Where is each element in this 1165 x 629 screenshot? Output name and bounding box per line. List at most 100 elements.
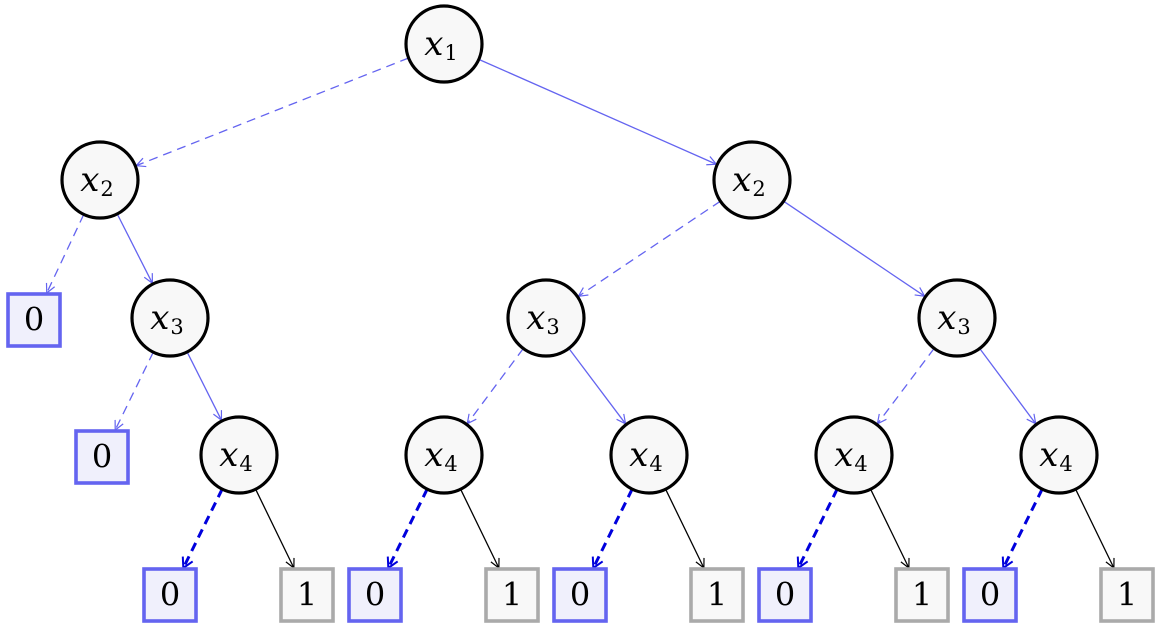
variable-node-n3b: x3 (506, 278, 586, 358)
node-label: x3 (150, 298, 184, 339)
node-variable: x (732, 160, 751, 200)
edge-n3b-n4c (568, 347, 627, 425)
variable-node-n1: x1 (404, 4, 484, 84)
node-variable: x (424, 24, 443, 64)
variable-node-n4c: x4 (609, 415, 689, 495)
node-label: x4 (629, 435, 663, 476)
node-subscript: 2 (100, 177, 113, 201)
node-label: x2 (732, 160, 766, 201)
leaf-value: 1 (1117, 576, 1137, 614)
edge-n4b-l0d (386, 488, 429, 570)
node-subscript: 4 (444, 452, 457, 476)
node-label: x4 (1039, 435, 1073, 476)
node-subscript: 4 (854, 452, 867, 476)
node-variable: x (219, 435, 238, 475)
leaf-node-l0a: 0 (6, 292, 62, 348)
node-variable: x (150, 298, 169, 338)
node-circle (60, 140, 140, 220)
leaf-node-l0d: 0 (347, 567, 403, 623)
variable-node-n3c: x3 (917, 278, 997, 358)
variable-node-n4b: x4 (404, 415, 484, 495)
node-circle (814, 415, 894, 495)
leaf-box (484, 567, 540, 623)
edge-n1-n2b (478, 58, 718, 166)
node-circle (1019, 415, 1099, 495)
leaf-box (757, 567, 813, 623)
node-subscript: 3 (957, 315, 970, 339)
leaf-value: 1 (502, 576, 522, 614)
node-subscript: 1 (444, 41, 457, 65)
leaf-box (6, 292, 62, 348)
node-label: x4 (834, 435, 868, 476)
leaf-node-l0g: 0 (962, 567, 1018, 623)
edges-layer (45, 57, 1115, 570)
edge-n4d-l0f (796, 488, 839, 570)
edge-n2a-n3a (116, 213, 153, 285)
variable-node-n2a: x2 (60, 140, 140, 220)
leaf-node-l0e: 0 (552, 567, 608, 623)
node-subscript: 3 (170, 315, 183, 339)
node-subscript: 2 (752, 177, 765, 201)
edge-n1-n2a (135, 57, 409, 168)
leaf-box (689, 567, 745, 623)
leaf-value: 1 (297, 576, 317, 614)
node-variable: x (526, 298, 545, 338)
edge-n2b-n3b (577, 200, 721, 298)
node-circle (712, 140, 792, 220)
variable-node-n2b: x2 (712, 140, 792, 220)
node-variable: x (424, 435, 443, 475)
edge-n3b-n4b (466, 348, 524, 425)
node-circle (199, 415, 279, 495)
variable-node-n4d: x4 (814, 415, 894, 495)
edge-n4e-l1e (1075, 488, 1115, 570)
leaf-node-l1d: 1 (894, 567, 950, 623)
leaf-value: 0 (24, 301, 44, 339)
node-subscript: 4 (239, 452, 252, 476)
variable-node-n4e: x4 (1019, 415, 1099, 495)
node-variable: x (834, 435, 853, 475)
leaf-value: 0 (775, 576, 795, 614)
leaf-node-l0b: 0 (74, 429, 130, 485)
leaf-node-l1a: 1 (279, 567, 335, 623)
leaf-box (279, 567, 335, 623)
edge-n4e-l0g (1001, 488, 1044, 570)
edge-n2b-n3c (783, 200, 926, 297)
node-circle (506, 278, 586, 358)
leaf-box (552, 567, 608, 623)
leaf-box (347, 567, 403, 623)
node-circle (609, 415, 689, 495)
node-circle (917, 278, 997, 358)
edge-n4d-l1d (870, 488, 910, 570)
leaf-node-l1b: 1 (484, 567, 540, 623)
node-subscript: 3 (546, 315, 559, 339)
edge-n2a-l0a (45, 214, 85, 295)
leaf-value: 1 (707, 576, 727, 614)
leaf-box (894, 567, 950, 623)
node-label: x3 (526, 298, 560, 339)
node-circle (130, 278, 210, 358)
node-variable: x (937, 298, 956, 338)
leaf-box (1099, 567, 1155, 623)
leaf-node-l1c: 1 (689, 567, 745, 623)
leaf-value: 0 (92, 438, 112, 476)
node-label: x2 (80, 160, 114, 201)
leaf-box (962, 567, 1018, 623)
node-label: x4 (219, 435, 253, 476)
leaf-node-l0f: 0 (757, 567, 813, 623)
edge-n4a-l1a (255, 488, 295, 570)
edge-n3a-n4a (186, 351, 223, 422)
leaf-value: 0 (980, 576, 1000, 614)
node-circle (404, 415, 484, 495)
leaf-value: 0 (570, 576, 590, 614)
edge-n3c-n4e (979, 348, 1037, 425)
node-variable: x (80, 160, 99, 200)
leaf-box (142, 567, 198, 623)
leaf-value: 0 (365, 576, 385, 614)
node-label: x1 (424, 24, 458, 65)
leaf-node-l1e: 1 (1099, 567, 1155, 623)
node-label: x3 (937, 298, 971, 339)
node-label: x4 (424, 435, 458, 476)
node-variable: x (1039, 435, 1058, 475)
